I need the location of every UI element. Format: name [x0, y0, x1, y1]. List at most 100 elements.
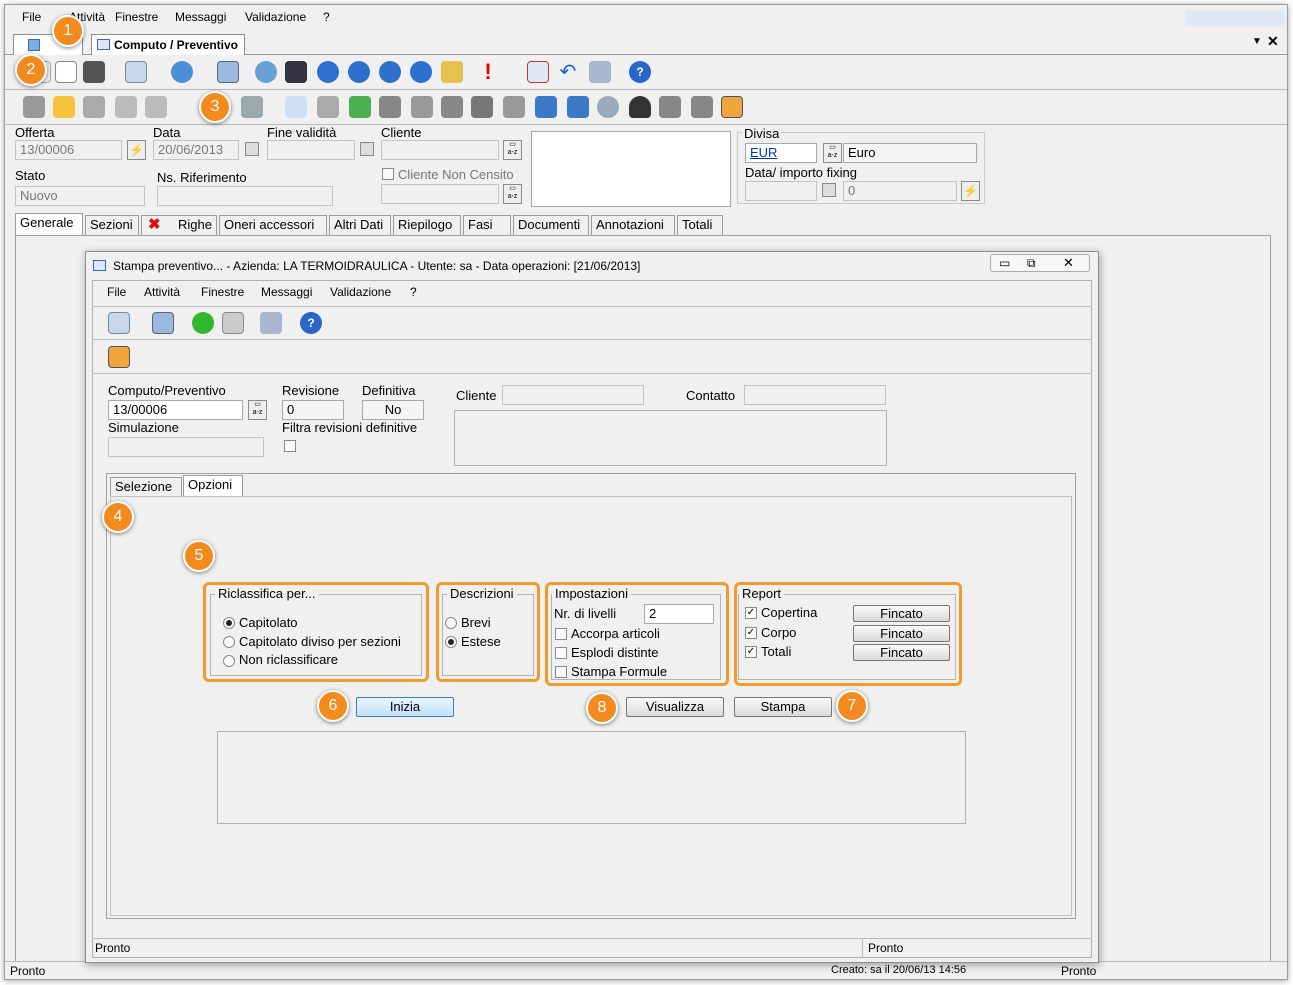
globe-icon[interactable] [171, 61, 193, 83]
documents-icon[interactable] [145, 96, 167, 118]
layout-icon[interactable] [108, 346, 130, 368]
refresh-icon[interactable] [441, 61, 463, 83]
menu-messaggi[interactable]: Messaggi [175, 10, 227, 24]
stampa-button[interactable]: Stampa [734, 697, 832, 717]
simulazione-field[interactable] [108, 437, 264, 457]
esplodi-checkbox[interactable] [555, 647, 567, 659]
compass-icon[interactable] [597, 96, 619, 118]
copertina-checkbox[interactable]: ✓ [745, 607, 757, 619]
menu-attivita[interactable]: Attività [144, 285, 181, 299]
tab-totali[interactable]: Totali [677, 215, 723, 235]
dropdown-icon[interactable]: ▼ [1252, 36, 1262, 47]
accorpa-checkbox[interactable] [555, 628, 567, 640]
wrench-icon[interactable] [317, 96, 339, 118]
binoculars-icon[interactable] [285, 61, 307, 83]
tab-righe[interactable]: Righe [141, 215, 217, 235]
fixing-date-field[interactable] [745, 181, 817, 201]
menu-file[interactable]: File [107, 285, 127, 299]
radio-estese[interactable] [445, 636, 457, 648]
document-icon[interactable] [115, 96, 137, 118]
menu-file[interactable]: File [22, 10, 42, 24]
edit-icon[interactable] [55, 61, 77, 83]
livelli-field[interactable]: 2 [644, 604, 714, 624]
fixing-value-field[interactable]: 0 [843, 181, 957, 201]
hourglass-icon[interactable] [222, 312, 244, 334]
modules-icon[interactable] [260, 312, 282, 334]
offerta-field[interactable]: 13/00006 [15, 140, 122, 160]
copy-icon[interactable] [285, 96, 307, 118]
fincato-corpo-button[interactable]: Fincato [853, 625, 950, 642]
radio-capitolato[interactable] [223, 617, 235, 629]
corpo-checkbox[interactable]: ✓ [745, 627, 757, 639]
tab-riepilogo[interactable]: Riepilogo [393, 215, 461, 235]
menu-help[interactable]: ? [323, 10, 330, 24]
export-icon[interactable] [108, 312, 130, 334]
first-icon[interactable] [317, 61, 339, 83]
chart-icon[interactable] [535, 96, 557, 118]
cliente-field[interactable] [502, 385, 644, 405]
inizia-button[interactable]: Inizia [356, 697, 454, 717]
modules-icon[interactable] [589, 61, 611, 83]
computo-field[interactable]: 13/00006 [108, 400, 243, 420]
tool-icon[interactable] [503, 96, 525, 118]
radio-non-riclassificare[interactable] [223, 655, 235, 667]
tab-documenti[interactable]: Documenti [513, 215, 589, 235]
menu-validazione[interactable]: Validazione [330, 285, 392, 299]
user-icon[interactable] [629, 96, 651, 118]
tab-annotazioni[interactable]: Annotazioni [591, 215, 675, 235]
help-icon[interactable]: ? [629, 61, 651, 83]
cliente-non-censito-checkbox[interactable] [382, 168, 394, 180]
gear-icon[interactable] [659, 96, 681, 118]
list-icon[interactable] [379, 96, 401, 118]
folder-gray-icon[interactable] [83, 96, 105, 118]
help-icon[interactable]: ? [300, 312, 322, 334]
revisione-field[interactable]: 0 [282, 400, 344, 420]
filtra-checkbox[interactable] [284, 440, 296, 452]
tools-icon[interactable] [691, 96, 713, 118]
export-icon[interactable] [125, 61, 147, 83]
layout-icon[interactable] [721, 96, 743, 118]
lookup-icon[interactable]: ▭a-z [248, 400, 267, 420]
tab-opzioni[interactable]: Opzioni [183, 475, 243, 497]
radio-brevi[interactable] [445, 617, 457, 629]
calendar-icon[interactable] [245, 142, 259, 156]
start-icon[interactable] [192, 312, 214, 334]
data-field[interactable]: 20/06/2013 [153, 140, 239, 160]
previous-icon[interactable] [348, 61, 370, 83]
stato-select[interactable]: Nuovo [15, 186, 145, 206]
menu-validazione[interactable]: Validazione [245, 10, 307, 24]
undo-icon[interactable]: ↶ [559, 61, 577, 83]
tab-altri-dati[interactable]: Altri Dati [329, 215, 391, 235]
divisa-name-field[interactable]: Euro [843, 143, 977, 163]
calendar-icon[interactable] [822, 183, 836, 197]
print-icon[interactable] [241, 96, 263, 118]
tab-fasi[interactable]: Fasi [463, 215, 511, 235]
tab-oneri-accessori[interactable]: Oneri accessori [219, 215, 327, 235]
next-icon[interactable] [379, 61, 401, 83]
lightning-icon[interactable]: ⚡ [961, 181, 980, 201]
menu-messaggi[interactable]: Messaggi [261, 285, 313, 299]
menu-help[interactable]: ? [410, 285, 417, 299]
last-icon[interactable] [410, 61, 432, 83]
lookup-icon[interactable]: ▭a-z [823, 143, 842, 163]
lookup-icon[interactable]: ▭a-z [503, 184, 522, 204]
table-icon[interactable] [411, 96, 433, 118]
folder-icon[interactable] [53, 96, 75, 118]
calendar-icon[interactable] [360, 142, 374, 156]
menu-finestre[interactable]: Finestre [201, 285, 245, 299]
fincato-copertina-button[interactable]: Fincato [853, 605, 950, 622]
gears-icon[interactable] [471, 96, 493, 118]
formule-checkbox[interactable] [555, 666, 567, 678]
settings-icon[interactable] [152, 312, 174, 334]
lightning-icon[interactable]: ⚡ [127, 140, 146, 160]
fine-validita-field[interactable] [267, 140, 355, 160]
totali-checkbox[interactable]: ✓ [745, 646, 757, 658]
minimize-icon[interactable]: ▭ [999, 256, 1011, 270]
tab-sezioni[interactable]: Sezioni [85, 215, 139, 235]
maximize-icon[interactable]: ⧉ [1027, 256, 1036, 270]
settings-icon[interactable] [217, 61, 239, 83]
visualizza-button[interactable]: Visualizza [626, 697, 724, 717]
chart2-icon[interactable] [567, 96, 589, 118]
lookup-icon[interactable]: ▭a-z [503, 140, 522, 160]
fincato-totali-button[interactable]: Fincato [853, 644, 950, 661]
